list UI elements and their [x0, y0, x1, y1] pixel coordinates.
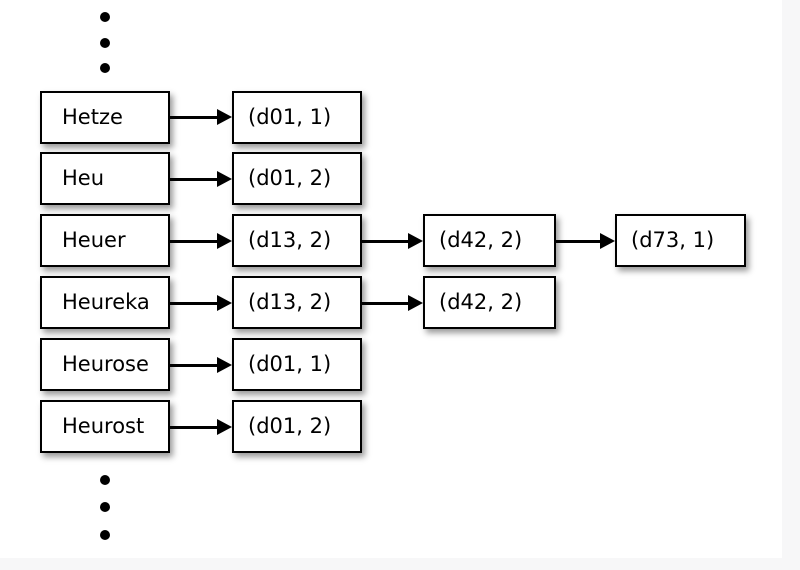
arrowhead-icon: [217, 419, 232, 435]
vertical-ellipsis-top-dot-2: [100, 38, 110, 48]
term-node-heu[interactable]: Heu: [40, 152, 170, 205]
posting-node-3[interactable]: (d13, 2): [232, 214, 362, 267]
vertical-ellipsis-bottom-dot-2: [100, 502, 110, 512]
arrowhead-icon: [217, 171, 232, 187]
term-node-hetze[interactable]: Hetze: [40, 91, 170, 144]
arrowhead-icon: [217, 357, 232, 373]
edge-shaft: [170, 178, 217, 181]
posting-chain-node-1[interactable]: (d42, 2): [423, 214, 556, 267]
edge-shaft: [556, 240, 600, 243]
edge-shaft: [362, 240, 408, 243]
edge-shaft: [170, 302, 217, 305]
term-node-heureka[interactable]: Heureka: [40, 276, 170, 329]
edge-shaft: [170, 116, 217, 119]
posting-chain-node-2[interactable]: (d42, 2): [423, 276, 556, 329]
edge-shaft: [170, 240, 217, 243]
vertical-ellipsis-top-dot-3: [100, 63, 110, 73]
posting-chain-node-3[interactable]: (d73, 1): [615, 214, 746, 267]
vertical-ellipsis-bottom-dot-3: [100, 530, 110, 540]
arrowhead-icon: [600, 233, 615, 249]
arrowhead-icon: [217, 109, 232, 125]
posting-node-4[interactable]: (d13, 2): [232, 276, 362, 329]
arrowhead-icon: [217, 295, 232, 311]
arrowhead-icon: [217, 233, 232, 249]
arrowhead-icon: [408, 233, 423, 249]
posting-node-2[interactable]: (d01, 2): [232, 152, 362, 205]
edge-shaft: [170, 364, 217, 367]
edge-shaft: [170, 426, 217, 429]
posting-node-5[interactable]: (d01, 1): [232, 338, 362, 391]
term-node-heurost[interactable]: Heurost: [40, 400, 170, 453]
vertical-ellipsis-bottom-dot-1: [100, 475, 110, 485]
posting-node-6[interactable]: (d01, 2): [232, 400, 362, 453]
term-node-heuer[interactable]: Heuer: [40, 214, 170, 267]
posting-node-1[interactable]: (d01, 1): [232, 91, 362, 144]
term-node-heurose[interactable]: Heurose: [40, 338, 170, 391]
vertical-ellipsis-top-dot-1: [100, 12, 110, 22]
edge-shaft: [362, 302, 408, 305]
arrowhead-icon: [408, 295, 423, 311]
